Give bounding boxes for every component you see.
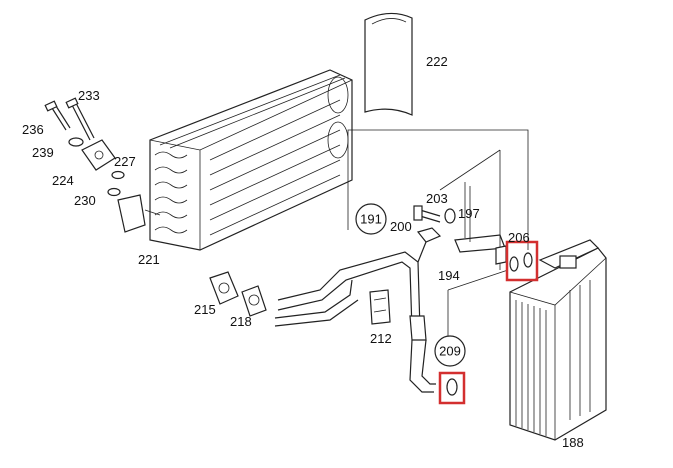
leader-frame <box>347 129 529 345</box>
part-203-bolt <box>413 205 441 223</box>
part-236-bolt <box>44 100 71 131</box>
label-203: 203 <box>426 191 448 206</box>
label-200: 200 <box>390 219 412 234</box>
part-215-flange <box>209 271 239 305</box>
part-239-washer <box>68 137 84 147</box>
label-194: 194 <box>438 268 460 283</box>
part-188-heater-core <box>509 239 607 441</box>
label-239: 239 <box>32 145 54 160</box>
label-224: 224 <box>52 173 74 188</box>
part-197-washer <box>444 208 456 224</box>
part-191-pipes <box>274 227 442 393</box>
part-212-clip <box>369 289 391 325</box>
part-194-bracket <box>454 182 506 253</box>
label-212: 212 <box>370 331 392 346</box>
label-230: 230 <box>74 193 96 208</box>
part-222-cover <box>364 12 413 116</box>
callout-209 <box>434 335 466 367</box>
label-218: 218 <box>230 314 252 329</box>
part-224-valve <box>81 139 116 171</box>
part-230-oring <box>107 187 121 197</box>
highlight-box-209 <box>438 371 466 405</box>
label-209: 209 <box>439 343 461 358</box>
label-215: 215 <box>194 302 216 317</box>
label-236: 236 <box>22 122 44 137</box>
part-209-washer <box>446 378 458 396</box>
label-233: 233 <box>78 88 100 103</box>
part-233-bolt <box>65 97 95 141</box>
label-222: 222 <box>426 54 448 69</box>
part-227-oring <box>111 170 125 180</box>
label-191: 191 <box>360 211 382 226</box>
part-218-flange <box>241 285 267 317</box>
label-188: 188 <box>562 435 584 450</box>
part-206-washers <box>495 245 533 272</box>
label-206: 206 <box>508 230 530 245</box>
part-221-evaporator <box>117 69 353 251</box>
label-227: 227 <box>114 154 136 169</box>
callout-191 <box>355 203 387 235</box>
label-221: 221 <box>138 252 160 267</box>
label-197: 197 <box>458 206 480 221</box>
highlight-box-206 <box>505 240 539 282</box>
